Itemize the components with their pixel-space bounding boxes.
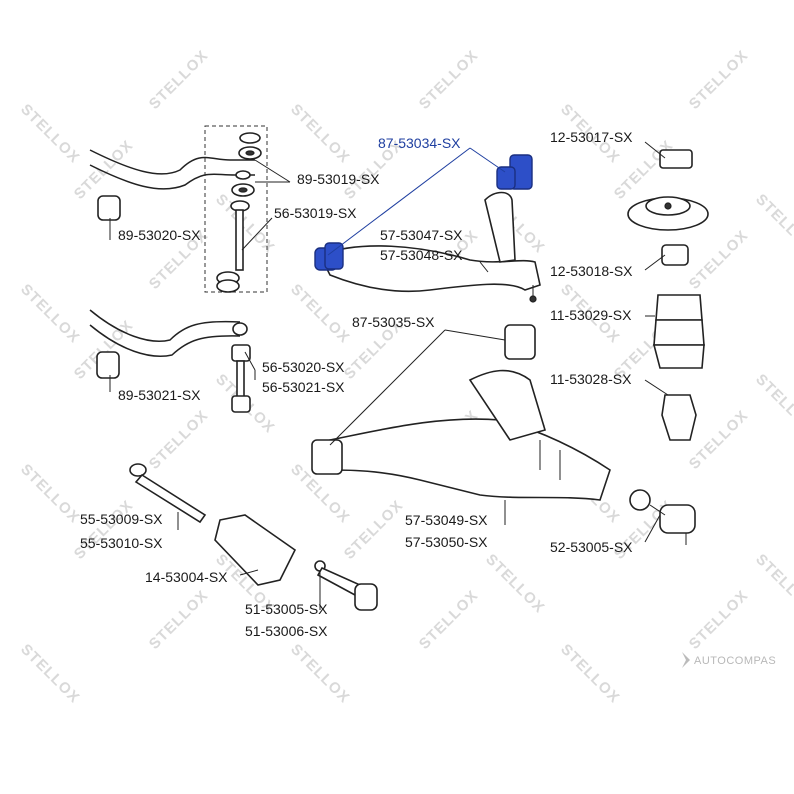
watermark-text: STELLOX xyxy=(752,551,794,617)
watermark-text: STELLOX xyxy=(71,497,137,563)
watermark-text: STELLOX xyxy=(17,101,83,167)
callout-57-53050: 57-53050-SX xyxy=(405,534,488,550)
strut-mount xyxy=(627,149,709,266)
tie-rod-inner xyxy=(129,463,207,524)
watermark-text: STELLOX xyxy=(146,47,212,113)
watermark-text: STELLOX xyxy=(146,407,212,473)
steering-boot xyxy=(214,514,297,586)
stabilizer-bar-lower xyxy=(89,309,248,379)
watermark-text: STELLOX xyxy=(482,551,548,617)
callout-56-53019: 56-53019-SX xyxy=(274,205,357,221)
ball-joint xyxy=(629,489,696,545)
callout-11-53029: 11-53029-SX xyxy=(550,307,632,323)
watermark-text: STELLOX xyxy=(146,587,212,653)
callout-87-53034: 87-53034-SX xyxy=(378,135,461,151)
callout-57-53049: 57-53049-SX xyxy=(405,512,488,528)
callout-57-53048: 57-53048-SX xyxy=(380,247,463,263)
watermark-text: STELLOX xyxy=(17,641,83,707)
callout-55-53010: 55-53010-SX xyxy=(80,535,163,551)
watermark-text: STELLOX xyxy=(686,227,752,293)
watermark-text: STELLOX xyxy=(611,137,677,203)
callout-12-53018: 12-53018-SX xyxy=(550,263,633,279)
callout-52-53005: 52-53005-SX xyxy=(550,539,633,555)
watermark-text: STELLOX xyxy=(341,497,407,563)
autocompas-star-icon xyxy=(682,652,690,668)
watermark-text: STELLOX xyxy=(287,281,353,347)
callout-55-53009: 55-53009-SX xyxy=(80,511,163,527)
bump-boot xyxy=(652,294,705,369)
bump-stop xyxy=(661,394,697,441)
callout-56-53020: 56-53020-SX xyxy=(262,359,345,375)
callout-89-53019: 89-53019-SX xyxy=(297,171,380,187)
watermark-text: STELLOX xyxy=(416,587,482,653)
callout-89-53021: 89-53021-SX xyxy=(118,387,201,403)
watermark-text: STELLOX xyxy=(17,461,83,527)
watermark-text: STELLOX xyxy=(416,47,482,113)
tie-rod-end xyxy=(314,560,378,611)
callout-14-53004: 14-53004-SX xyxy=(145,569,228,585)
watermark-text: STELLOX xyxy=(752,371,794,437)
callout-11-53028: 11-53028-SX xyxy=(550,371,632,387)
upper-control-arm xyxy=(314,154,541,303)
watermark-text: STELLOX xyxy=(287,101,353,167)
watermark-text: STELLOX xyxy=(287,641,353,707)
stabilizer-bar-upper xyxy=(89,149,255,221)
stabilizer-link-lower xyxy=(231,344,251,413)
autocompas-wordmark: AUTOCOMPAS xyxy=(694,655,776,667)
callout-51-53005: 51-53005-SX xyxy=(245,601,328,617)
watermark-text: STELLOX xyxy=(752,191,794,257)
watermark-text: STELLOX xyxy=(686,587,752,653)
leader-lines xyxy=(109,141,669,610)
callout-57-53047: 57-53047-SX xyxy=(380,227,463,243)
autocompas-logo: AUTOCOMPAS xyxy=(682,652,776,668)
part-number-labels: 87-53034-SX 12-53017-SX 89-53019-SX 56-5… xyxy=(80,129,633,639)
watermark-text: STELLOX xyxy=(686,47,752,113)
watermark-text: STELLOX xyxy=(71,137,137,203)
callout-87-53035: 87-53035-SX xyxy=(352,314,435,330)
watermark-text: STELLOX xyxy=(17,281,83,347)
stabilizer-link-assembly xyxy=(204,125,268,293)
watermark-text: STELLOX xyxy=(557,641,623,707)
callout-51-53006: 51-53006-SX xyxy=(245,623,328,639)
lower-control-arm xyxy=(311,324,611,501)
callout-12-53017: 12-53017-SX xyxy=(550,129,633,145)
callout-56-53021: 56-53021-SX xyxy=(262,379,345,395)
callout-89-53020: 89-53020-SX xyxy=(118,227,201,243)
